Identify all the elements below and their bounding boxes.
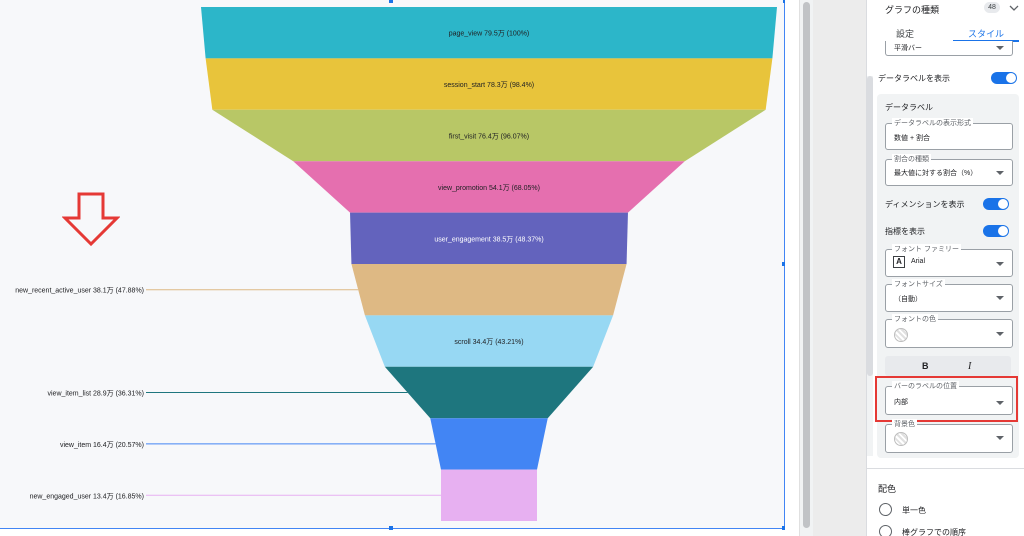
show-data-labels-label: データラベルを表示 (878, 74, 950, 83)
bar-style-value: 平滑バー (894, 45, 922, 52)
tab-setup[interactable]: 設定 (896, 29, 915, 39)
funnel-chart: page_view 79.5万 (100%) session_start 78.3… (15, 7, 777, 521)
divider (867, 468, 1024, 469)
funnel-label-new-engaged-user: new_engaged_user 13.4万 (16.85%) (30, 492, 144, 500)
funnel-segment-session-start[interactable] (205, 58, 773, 110)
canvas-gutter (785, 0, 799, 536)
caret-down-icon (996, 296, 1004, 300)
funnel-label-first-visit: first_visit 76.4万 (96.07%) (449, 133, 529, 141)
font-color-picker[interactable]: フォントの色 (885, 314, 1013, 348)
funnel-segment-view-promotion[interactable] (293, 161, 685, 213)
ratio-type-value: 最大値に対する割合（%） (894, 170, 978, 177)
show-data-labels-toggle[interactable] (991, 72, 1017, 84)
funnel-label-session-start: session_start 78.3万 (98.4%) (444, 81, 534, 89)
show-metric-label: 指標を表示 (885, 227, 925, 236)
properties-panel: グラフの種類 48 設定 スタイル 平滑バー データラベルを表示 データラベル … (866, 0, 1024, 536)
show-dimension-toggle[interactable] (983, 198, 1009, 210)
funnel-label-page-view: page_view 79.5万 (100%) (449, 30, 530, 38)
tab-style[interactable]: スタイル (968, 29, 1005, 39)
bar-label-position-label: バーのラベルの位置 (892, 381, 959, 391)
caret-down-icon (996, 262, 1004, 266)
radio-bar-order[interactable] (879, 525, 892, 536)
ratio-type-select[interactable]: 割合の種類 最大値に対する割合（%） (885, 154, 1013, 186)
background-color-label: 背景色 (892, 419, 917, 429)
funnel-label-view-item: view_item 16.4万 (20.57%) (60, 441, 144, 449)
font-family-value: Arial (911, 258, 926, 265)
chevron-down-icon[interactable] (1009, 4, 1019, 12)
funnel-segment-first-visit[interactable] (212, 109, 766, 162)
funnel-label-user-engagement: user_engagement 38.5万 (48.37%) (434, 235, 543, 243)
bar-style-select[interactable]: 平滑バー (885, 41, 1013, 56)
radio-single-color[interactable] (879, 503, 892, 516)
report-canvas: page_view 79.5万 (100%) session_start 78.3… (15, 7, 777, 521)
workspace-background (813, 0, 866, 536)
funnel-segment-scroll[interactable] (364, 315, 614, 367)
funnel-segment-user-engagement[interactable] (350, 212, 628, 264)
bar-label-position-value: 内部 (894, 399, 908, 406)
funnel-label-view-promotion: view_promotion 54.1万 (68.05%) (438, 184, 540, 192)
caret-down-icon (996, 436, 1004, 440)
data-labels-section-title: データラベル (885, 103, 933, 112)
font-size-select[interactable]: フォントサイズ （自動） (885, 279, 1013, 312)
font-size-label: フォントサイズ (892, 279, 945, 289)
funnel-segment-page-view[interactable] (201, 7, 777, 59)
label-format-select[interactable]: データラベルの表示形式 数値 + 割合 (885, 118, 1013, 150)
panel-scrollbar-thumb[interactable] (867, 76, 873, 376)
caret-down-icon (996, 171, 1004, 175)
caret-down-icon (996, 46, 1004, 50)
show-dimension-label: ディメンションを表示 (885, 200, 965, 209)
color-scheme-title: 配色 (878, 484, 897, 494)
chart-count-badge: 48 (984, 2, 1000, 13)
font-a-icon: A (893, 256, 905, 268)
color-swatch-icon (894, 328, 908, 342)
font-color-label: フォントの色 (892, 314, 938, 324)
funnel-label-scroll: scroll 34.4万 (43.21%) (454, 338, 523, 346)
font-family-select[interactable]: フォント ファミリー A Arial (885, 244, 1013, 277)
chart-type-header[interactable]: グラフの種類 (885, 5, 940, 15)
bar-order-label: 棒グラフでの順序 (902, 528, 966, 536)
caret-down-icon (996, 332, 1004, 336)
caret-down-icon (996, 401, 1004, 405)
background-color-picker[interactable]: 背景色 (885, 419, 1013, 453)
funnel-label-new-recent-active-user: new_recent_active_user 38.1万 (47.88%) (15, 287, 144, 295)
panel-scrollbar[interactable] (867, 76, 873, 456)
red-down-arrow-icon (62, 192, 120, 247)
highlight-box (875, 376, 1018, 422)
font-size-value: （自動） (894, 296, 922, 303)
text-style-bar (885, 356, 1011, 376)
funnel-label-view-item-list: view_item_list 28.9万 (36.31%) (48, 390, 145, 398)
ratio-type-label: 割合の種類 (892, 154, 931, 164)
funnel-segment-view-item[interactable] (430, 418, 548, 470)
single-color-label: 単一色 (902, 506, 926, 515)
font-family-label: フォント ファミリー (892, 244, 961, 254)
funnel-segment-view-item-list[interactable] (384, 366, 594, 419)
canvas-scrollbar-thumb[interactable] (803, 2, 810, 528)
bold-button[interactable]: B (922, 361, 929, 371)
funnel-segment-new-recent-active-user[interactable] (351, 264, 627, 316)
bar-label-position-select[interactable]: バーのラベルの位置 内部 (885, 381, 1013, 415)
label-format-label: データラベルの表示形式 (892, 118, 973, 128)
funnel-segment-new-engaged-user[interactable] (441, 469, 537, 521)
color-swatch-icon (894, 432, 908, 446)
show-metric-toggle[interactable] (983, 225, 1009, 237)
italic-button[interactable]: I (968, 361, 972, 372)
label-format-value: 数値 + 割合 (894, 135, 930, 142)
